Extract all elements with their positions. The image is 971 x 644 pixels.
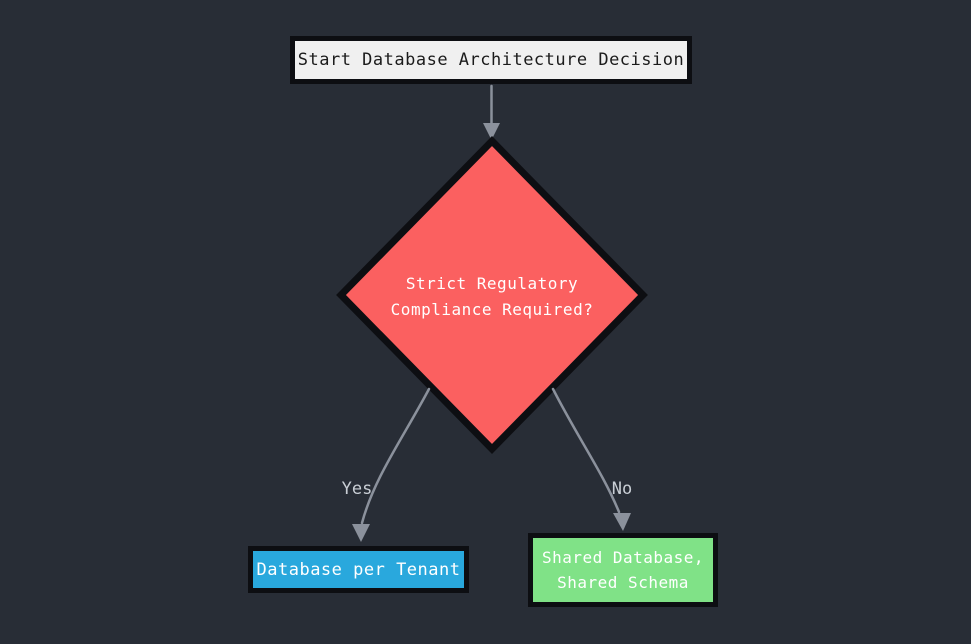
node-shared-database-shared-schema: Shared Database, Shared Schema: [528, 533, 718, 607]
node-start: Start Database Architecture Decision: [290, 36, 692, 84]
edge-label-no: No: [611, 479, 633, 499]
node-database-per-tenant: Database per Tenant: [248, 546, 469, 593]
node-decision: Strict Regulatory Compliance Required?: [390, 274, 594, 319]
edge-decision-to-no: [551, 387, 621, 514]
node-decision-shape: [336, 136, 648, 454]
edge-label-yes: Yes: [341, 479, 373, 499]
arrowhead-icon: [352, 524, 370, 542]
arrowhead-icon: [613, 513, 631, 531]
arrowhead-icon: [483, 123, 500, 140]
edge-decision-to-yes: [360, 387, 431, 525]
